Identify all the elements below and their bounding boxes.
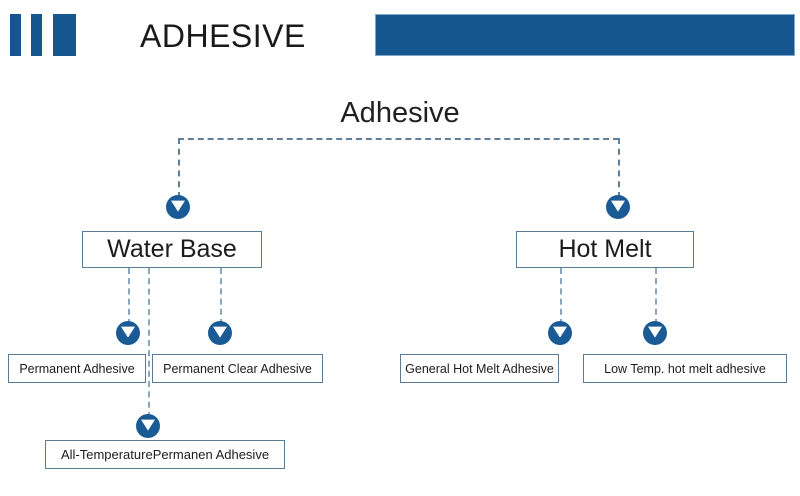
connector-water-base-to-permanent-clear-adhesive bbox=[220, 268, 222, 325]
logo-bar-3 bbox=[53, 14, 76, 56]
node-water-base[interactable]: Water Base bbox=[82, 231, 262, 268]
arrow-marker-hot-melt bbox=[606, 195, 630, 219]
logo-bar-1 bbox=[10, 14, 21, 56]
arrow-marker-general-hot-melt-adhesive bbox=[548, 321, 572, 345]
connector-root-to-hot-melt bbox=[618, 138, 620, 198]
node-low-temp-hot-melt-adhesive[interactable]: Low Temp. hot melt adhesive bbox=[583, 354, 787, 383]
header-blue-band bbox=[375, 14, 795, 56]
arrow-marker-low-temp-hot-melt-adhesive bbox=[643, 321, 667, 345]
node-general-hot-melt-adhesive[interactable]: General Hot Melt Adhesive bbox=[400, 354, 559, 383]
arrow-marker-permanent-clear-adhesive bbox=[208, 321, 232, 345]
arrow-marker-all-temperature-permanen-adhesive bbox=[136, 414, 160, 438]
header-title: ADHESIVE bbox=[140, 18, 306, 54]
node-hot-melt[interactable]: Hot Melt bbox=[516, 231, 694, 268]
root-horizontal-connector bbox=[178, 138, 619, 140]
node-permanent-clear-adhesive[interactable]: Permanent Clear Adhesive bbox=[152, 354, 323, 383]
arrow-marker-permanent-adhesive bbox=[116, 321, 140, 345]
root-node-label: Adhesive bbox=[340, 97, 460, 129]
arrow-marker-water-base bbox=[166, 195, 190, 219]
logo-bar-2 bbox=[31, 14, 42, 56]
connector-hot-melt-to-general bbox=[560, 268, 562, 325]
connector-hot-melt-to-low-temp bbox=[655, 268, 657, 325]
connector-water-base-to-permanent-adhesive bbox=[128, 268, 130, 325]
node-all-temperature-permanen-adhesive[interactable]: All-TemperaturePermanen Adhesive bbox=[45, 440, 285, 469]
connector-water-base-to-all-temperature bbox=[148, 268, 150, 418]
node-permanent-adhesive[interactable]: Permanent Adhesive bbox=[8, 354, 146, 383]
connector-root-to-water-base bbox=[178, 138, 180, 198]
